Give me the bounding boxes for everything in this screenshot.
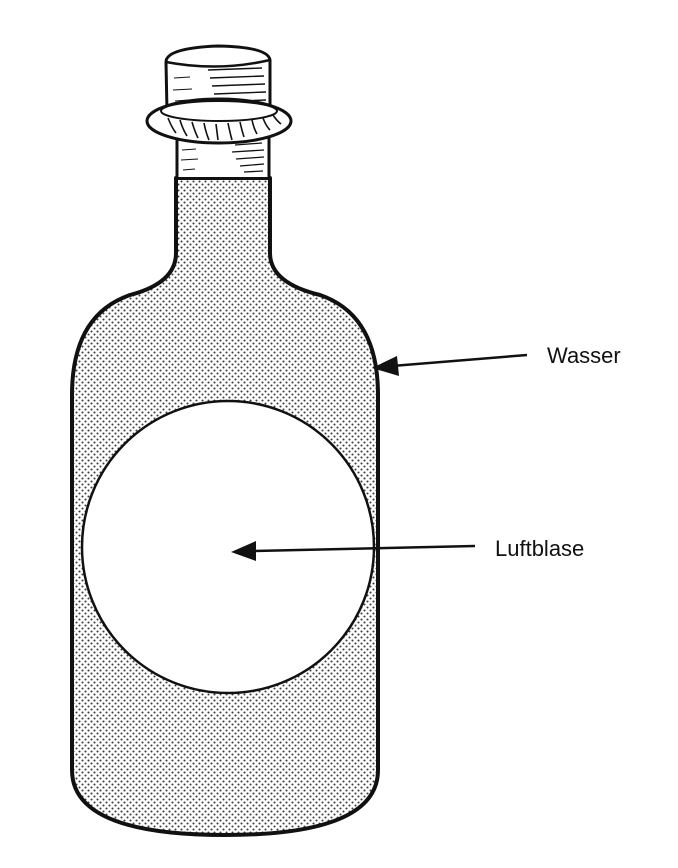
- air-bubble-arrow: [231, 541, 476, 561]
- water-arrow: [372, 353, 528, 376]
- water-label: Wasser: [547, 343, 621, 368]
- bottle-lip-ring: [145, 97, 293, 145]
- cork: [164, 44, 272, 114]
- air-bubble-label: Luftblase: [495, 536, 585, 561]
- air-bubble: [80, 399, 376, 695]
